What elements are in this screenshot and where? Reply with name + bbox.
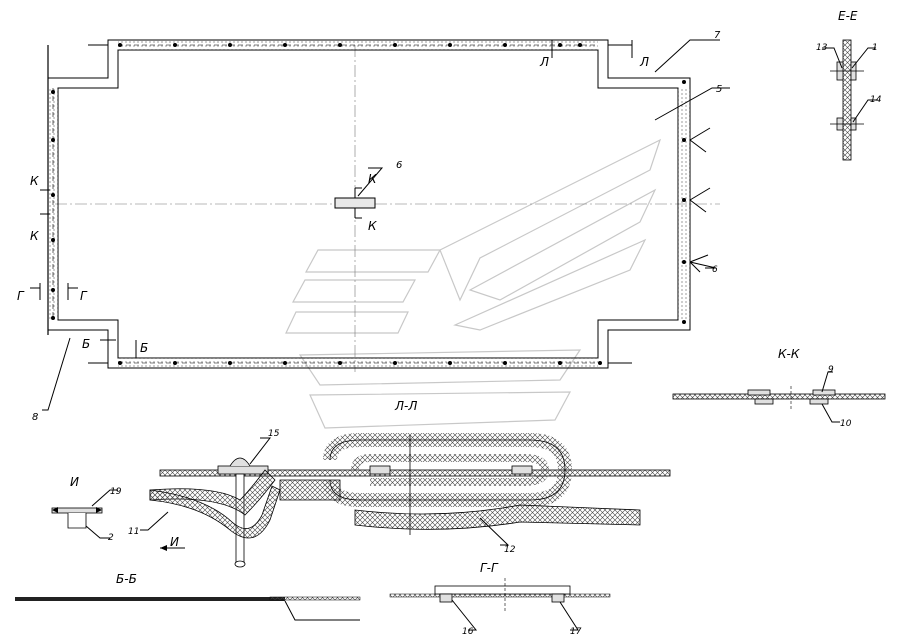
callout-6-center: 6 <box>396 160 402 171</box>
mark-l-right: Л <box>639 55 649 69</box>
view-i <box>51 489 118 539</box>
callout-10: 10 <box>840 419 852 429</box>
title-i: И <box>70 475 79 489</box>
section-k-k <box>672 371 886 423</box>
part-6-bar <box>334 187 376 219</box>
mark-b-2: Б <box>140 341 148 355</box>
watermark-logo <box>285 138 662 429</box>
mark-b-1: Б <box>82 337 90 351</box>
title-e-e: Е-Е <box>838 9 858 23</box>
callout-19: 19 <box>110 487 122 497</box>
mark-i: И <box>170 535 179 549</box>
mark-l-left: Л <box>539 55 549 69</box>
callout-6-right: 6 <box>712 265 718 275</box>
main-frame <box>47 39 691 369</box>
hooks <box>689 127 711 273</box>
callout-5: 5 <box>716 84 722 95</box>
callout-13: 13 <box>816 43 828 53</box>
main-leaders <box>42 39 730 411</box>
callout-8: 8 <box>32 412 38 423</box>
section-e-e <box>822 39 878 161</box>
section-b-b <box>15 596 361 621</box>
mark-k-4: К <box>368 219 377 233</box>
callout-7: 7 <box>714 30 721 41</box>
title-l-l: Л-Л <box>394 399 417 413</box>
mark-g-2: Г <box>80 289 88 303</box>
section-g-g <box>389 578 611 631</box>
title-g-g: Г-Г <box>480 561 499 575</box>
section-marks <box>30 40 633 358</box>
callout-11: 11 <box>128 527 139 537</box>
callout-12: 12 <box>504 545 516 555</box>
callout-16: 16 <box>462 627 474 637</box>
callout-2: 2 <box>108 533 114 543</box>
callout-17: 17 <box>570 627 582 637</box>
callout-9: 9 <box>828 365 834 375</box>
mark-g-1: Г <box>17 289 25 303</box>
callout-15: 15 <box>268 429 280 439</box>
title-k-k: К-К <box>778 347 800 361</box>
callout-1: 1 <box>872 43 878 53</box>
mark-k-2: К <box>30 229 39 243</box>
title-b-b: Б-Б <box>116 572 137 586</box>
mark-k-1: К <box>30 174 39 188</box>
section-l-l <box>140 433 671 568</box>
callout-14: 14 <box>870 95 882 105</box>
